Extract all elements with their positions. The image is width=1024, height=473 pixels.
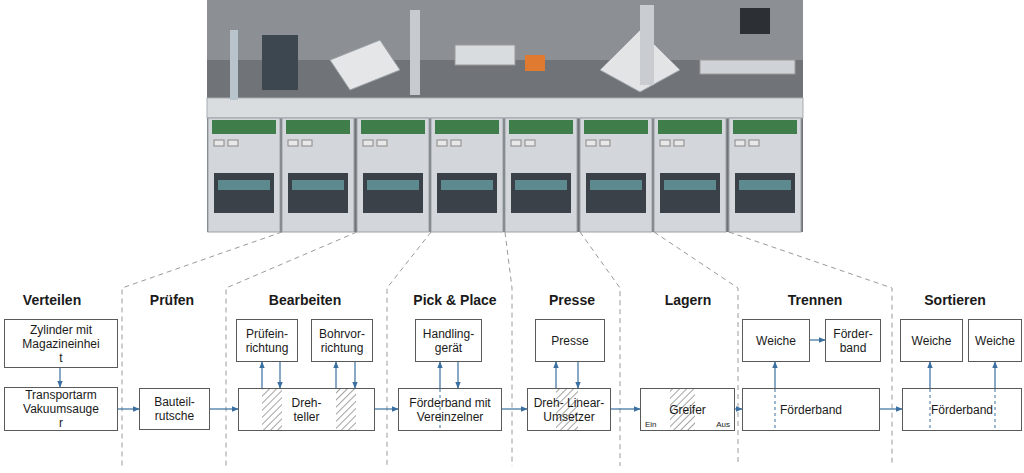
node-text: Greifer (669, 403, 706, 417)
section-heading: Presse (549, 292, 595, 308)
guide-line (775, 389, 776, 430)
node-text: Dreh- Linear- Umsetzer (529, 396, 609, 424)
process-box: Dreh- Linear- Umsetzer (527, 388, 611, 431)
node-text: Bohrvor- richtung (315, 327, 370, 355)
machine-part (455, 45, 515, 65)
node-text: Aus (716, 420, 730, 429)
machine-part (262, 35, 298, 90)
photo-background (207, 0, 803, 232)
section-heading: Trennen (788, 292, 842, 308)
flow-arrow (555, 362, 556, 388)
process-box: Förderband (902, 388, 1022, 431)
machine-part (230, 30, 238, 100)
machine-part (410, 10, 420, 95)
flow-arrow (335, 362, 336, 388)
process-box: Weiche (742, 319, 810, 362)
node-text: Weiche (912, 334, 952, 348)
cabinet (580, 118, 652, 232)
node-text: Weiche (975, 334, 1015, 348)
hatched-zone (262, 389, 282, 430)
process-box: Bohrvor- richtung (311, 319, 373, 362)
flow-arrow (457, 362, 458, 388)
machine-part (330, 40, 400, 90)
node-text: Handling- gerät (420, 327, 478, 355)
flow-arrow (994, 362, 995, 388)
process-box: Transportarm Vakuumsauge r (4, 387, 118, 431)
process-box: Förderband mit Vereinzelner (398, 388, 502, 431)
flow-arrow (210, 408, 238, 409)
flow-arrow (279, 362, 280, 388)
process-box: Förderband (742, 388, 880, 431)
flow-arrow (577, 362, 578, 388)
process-box: Zylinder mit Magazineinhei t (4, 319, 118, 368)
divider-line (729, 232, 892, 466)
guide-line (995, 389, 996, 430)
node-text: Presse (551, 334, 588, 348)
section-heading: Lagern (665, 292, 712, 308)
node-text: Förderband mit Vereinzelner (402, 396, 498, 424)
node-text: Förderband (931, 403, 993, 417)
divider-line (505, 232, 512, 466)
flow-arrow (810, 339, 825, 340)
process-box: Weiche (900, 319, 963, 362)
flow-arrow (774, 362, 775, 388)
process-box: GreiferEin Aus (640, 388, 735, 431)
process-box: Bauteil- rutsche (139, 388, 210, 430)
cabinet (729, 118, 801, 232)
cabinet (505, 118, 577, 232)
cabinet (282, 118, 354, 232)
machine-part (640, 5, 654, 85)
guide-line (930, 389, 931, 430)
cabinet (208, 118, 280, 232)
node-text: Förder- band (830, 327, 876, 355)
node-text: Förderband (780, 403, 842, 417)
node-text: Ein (645, 420, 657, 429)
section-heading: Prüfen (150, 292, 194, 308)
flow-arrow (354, 362, 355, 388)
cabinet (357, 118, 429, 232)
section-heading: Verteilen (23, 292, 81, 308)
node-text: Bauteil- rutsche (145, 395, 205, 423)
flow-arrow (735, 408, 742, 409)
cabinet (431, 118, 503, 232)
hatched-zone (336, 389, 356, 430)
machine-part (740, 8, 770, 34)
flow-arrow (929, 362, 930, 388)
node-text: Transportarm Vakuumsauge r (21, 388, 101, 430)
machine-part (525, 55, 545, 71)
flow-arrow (118, 408, 139, 409)
process-box: Presse (535, 319, 605, 362)
node-text: Weiche (756, 334, 796, 348)
flow-arrow (59, 368, 60, 387)
machine-part (700, 60, 795, 74)
flow-arrow (439, 362, 440, 388)
flow-arrow (611, 408, 640, 409)
process-box: Prüfein- richtung (236, 319, 298, 362)
process-box: Förder- band (825, 319, 881, 362)
flow-arrow (880, 408, 902, 409)
flow-arrow (502, 408, 527, 409)
profile-plate (207, 98, 803, 118)
cabinet (654, 118, 726, 232)
section-heading: Pick & Place (413, 292, 496, 308)
section-heading: Bearbeiten (269, 292, 341, 308)
node-text: Zylinder mit Magazineinhei t (21, 323, 101, 365)
flow-arrow (375, 408, 398, 409)
process-box: Handling- gerät (415, 319, 482, 362)
section-heading: Sortieren (924, 292, 985, 308)
process-box: Dreh- teller (238, 388, 375, 431)
node-text: Prüfein- richtung (240, 327, 295, 355)
process-box: Weiche (968, 319, 1022, 362)
flow-arrow (261, 362, 262, 388)
node-text: Dreh- teller (282, 396, 332, 424)
